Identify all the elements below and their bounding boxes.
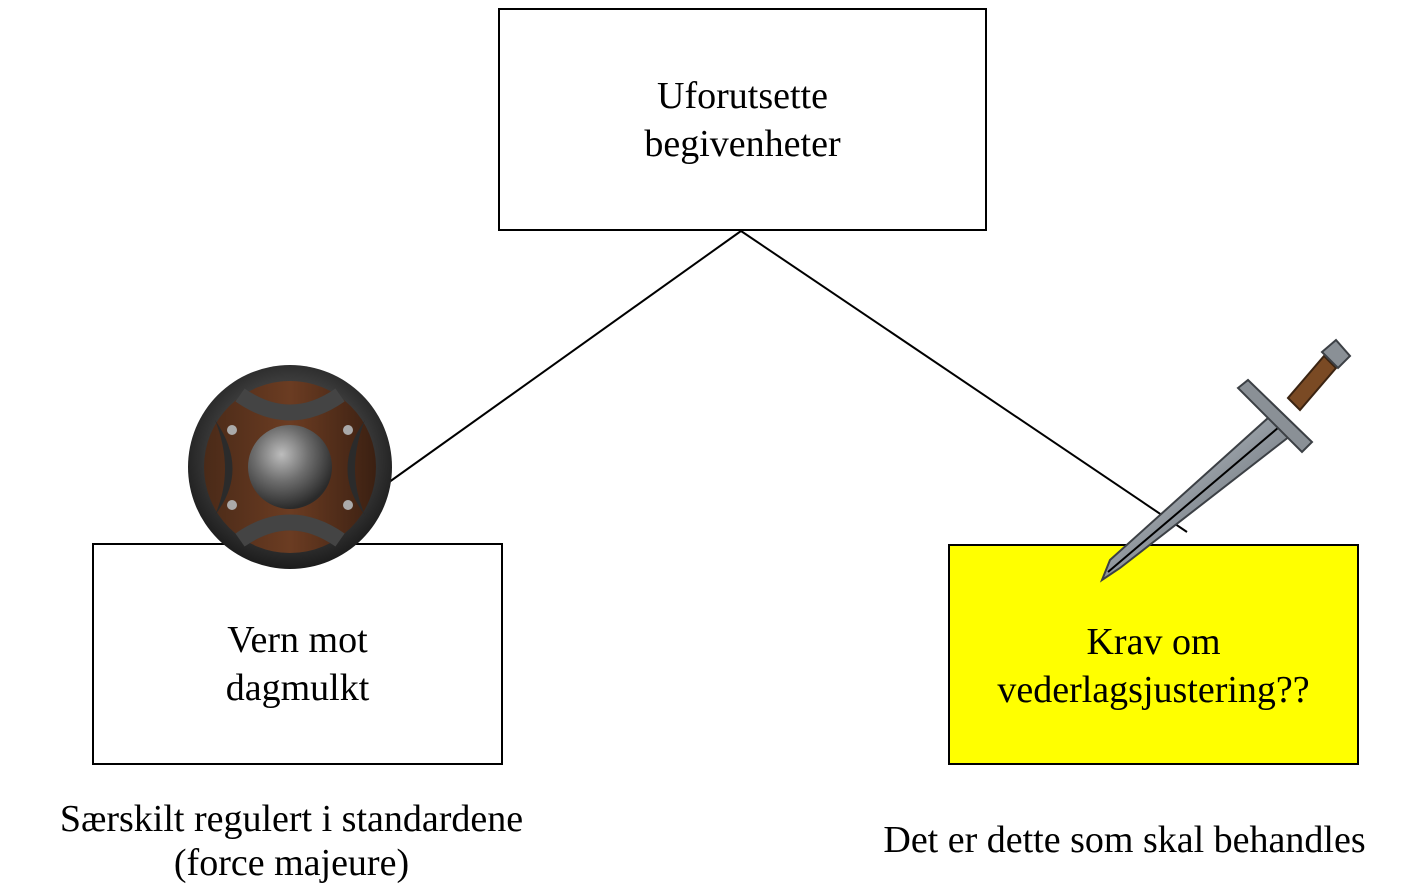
node-top-line2: begivenheter [644, 122, 841, 165]
node-right-line2: vederlagsjustering?? [997, 668, 1310, 711]
connector-left [384, 230, 742, 486]
connector-right [740, 230, 1188, 533]
caption-right: Det er dette som skal behandles [883, 819, 1366, 861]
caption-left-line2: (force majeure) [173, 842, 410, 884]
node-unforeseen-events: Uforutsette begivenheter [498, 8, 987, 231]
node-right-line1: Krav om [1086, 620, 1221, 663]
node-top-line1: Uforutsette [657, 74, 828, 117]
caption-left: Særskilt regulert i standardene (force m… [0, 797, 583, 885]
node-left-line2: dagmulkt [225, 667, 370, 709]
node-left-line1: Vern mot [227, 619, 368, 661]
caption-left-line1: Særskilt regulert i standardene [59, 798, 524, 840]
node-penalty-protection: Vern mot dagmulkt [92, 543, 503, 765]
node-price-adjustment-claim: Krav om vederlagsjustering?? [948, 544, 1359, 765]
